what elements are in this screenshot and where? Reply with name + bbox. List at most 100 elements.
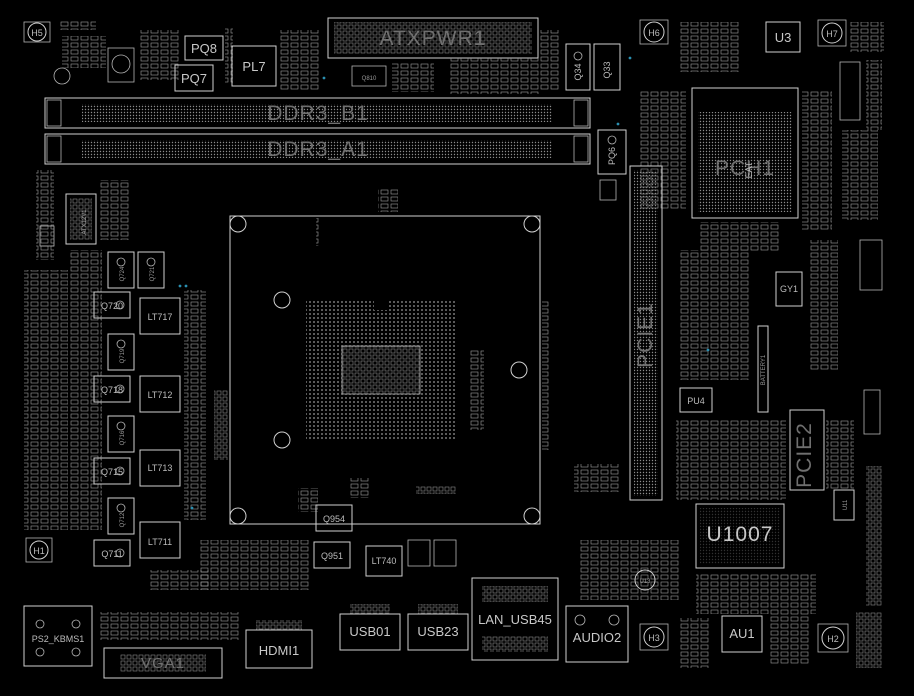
label-q716: Q716: [120, 430, 126, 445]
smd-cluster: [866, 60, 882, 130]
mosfet-q715: Q715: [93, 457, 131, 485]
smd-cluster: [580, 540, 680, 600]
label-q721: Q721: [150, 266, 156, 281]
connector: [863, 389, 881, 435]
label-pl7: PL7: [242, 59, 265, 74]
smd-cluster: [350, 478, 370, 498]
chip-u11: U11: [833, 489, 855, 521]
capacitor: [53, 67, 71, 85]
label-q33: Q33: [602, 61, 612, 78]
mosfet-q711: Q711: [93, 539, 131, 567]
connector-usb23: USB23: [407, 604, 469, 651]
label-q718: Q718: [101, 385, 123, 395]
label-ps2-kbms1: PS2_KBMS1: [32, 634, 85, 644]
label-gy1: GY1: [780, 284, 798, 294]
smd-cluster: [62, 36, 106, 68]
inductor-pl7: PL7: [231, 45, 277, 87]
smd-cluster: [140, 30, 180, 80]
label-ddr3-a1: DDR3_A1: [267, 138, 369, 161]
smd-cluster: [36, 170, 54, 260]
smd-cluster: [70, 250, 102, 530]
label-h6: H6: [648, 28, 660, 38]
chipset-pch1: PCH1 EAT: [691, 87, 799, 219]
label-battery1: BATTERY1: [761, 354, 767, 385]
mount-hole-h6: H6: [639, 19, 669, 45]
smd-cluster: [696, 574, 816, 614]
label-pq8: PQ8: [191, 41, 217, 56]
label-h5: H5: [31, 28, 43, 38]
label-atxpwr1: ATXPWR1: [380, 27, 487, 50]
label-u13: U13: [639, 579, 651, 585]
label-pu4: PU4: [687, 396, 705, 406]
smd-cluster: [680, 22, 740, 72]
smd-cluster: [680, 618, 710, 668]
smd-cluster: [450, 58, 540, 94]
mount-hole-h1: H1: [25, 537, 53, 563]
inductor: [107, 47, 135, 83]
pcie-slot-pcie2: PCIE2: [789, 409, 825, 491]
pin-header: [866, 466, 882, 606]
label-lt713: LT713: [148, 463, 173, 473]
label-pq6: PQ6: [607, 147, 617, 165]
smd-cluster: [842, 130, 878, 220]
mount-hole-h7: H7: [817, 19, 847, 47]
label-q720: Q720: [101, 301, 123, 311]
mosfet-q712: Q712: [107, 497, 135, 535]
label-q34: Q34: [573, 63, 583, 80]
inductor-lt711: LT711: [139, 521, 181, 559]
label-lan-usb45: LAN_USB45: [478, 612, 552, 627]
label-hdmi1: HDMI1: [259, 643, 299, 658]
smd-cluster: [542, 300, 550, 450]
chip-u13: U13: [634, 569, 656, 591]
mount-hole-h5: H5: [23, 21, 51, 43]
mosfet-q716: Q716: [107, 415, 135, 453]
mosfet-q954: Q954: [315, 504, 353, 532]
label-u3: U3: [775, 30, 792, 45]
component: [407, 539, 431, 567]
smd-cluster: [850, 22, 884, 52]
label-h1: H1: [33, 546, 45, 556]
cpu-socket: [229, 215, 541, 525]
label-ddr3-b1: DDR3_B1: [267, 102, 369, 125]
smd-cluster: [24, 270, 68, 530]
mosfet-q718: Q718: [93, 375, 131, 403]
label-atx12v1: ATX12V1: [82, 209, 88, 235]
mosfet-q721: Q721: [137, 251, 165, 289]
label-lt740: LT740: [372, 556, 397, 566]
smd-cluster: [60, 20, 96, 30]
connector: [839, 61, 861, 121]
mosfet-q724: Q724: [107, 251, 135, 289]
connector: [859, 239, 883, 291]
mosfet-q720: Q720: [93, 291, 131, 319]
smd-cluster: [100, 612, 240, 640]
label-lt717: LT717: [148, 312, 173, 322]
smd-cluster: [540, 30, 560, 90]
label-usb23: USB23: [417, 624, 458, 639]
mount-hole-h3: H3: [639, 623, 669, 651]
transistor-q810: Q810: [351, 65, 387, 87]
smd-cluster: [770, 614, 810, 664]
pin-header: [856, 612, 882, 668]
label-pcie2: PCIE2: [793, 422, 816, 488]
label-u11: U11: [843, 499, 849, 510]
smd-cluster: [680, 250, 750, 380]
inductor-lt713: LT713: [139, 449, 181, 487]
chip-u1007: U1007: [695, 503, 785, 569]
connector-usb01: USB01: [339, 604, 401, 651]
connector-hdmi1: HDMI1: [245, 620, 313, 669]
inductor-lt717: LT717: [139, 297, 181, 335]
mosfet-q33: Q33: [593, 43, 621, 91]
smd-cluster: [802, 90, 832, 230]
mosfet-pq8: PQ8: [184, 35, 224, 61]
label-pch-side: EAT: [744, 161, 754, 178]
smd-cluster: [100, 180, 130, 240]
connector-atxpwr1: ATXPWR1: [327, 17, 539, 59]
pin-header: [416, 486, 456, 494]
pin-header: [214, 390, 228, 460]
mosfet-pq6: PQ6: [597, 129, 627, 175]
label-q712: Q712: [120, 512, 126, 527]
label-au1: AU1: [729, 626, 754, 641]
label-lt712: LT712: [148, 390, 173, 400]
mount-hole-h2: H2: [817, 623, 849, 653]
